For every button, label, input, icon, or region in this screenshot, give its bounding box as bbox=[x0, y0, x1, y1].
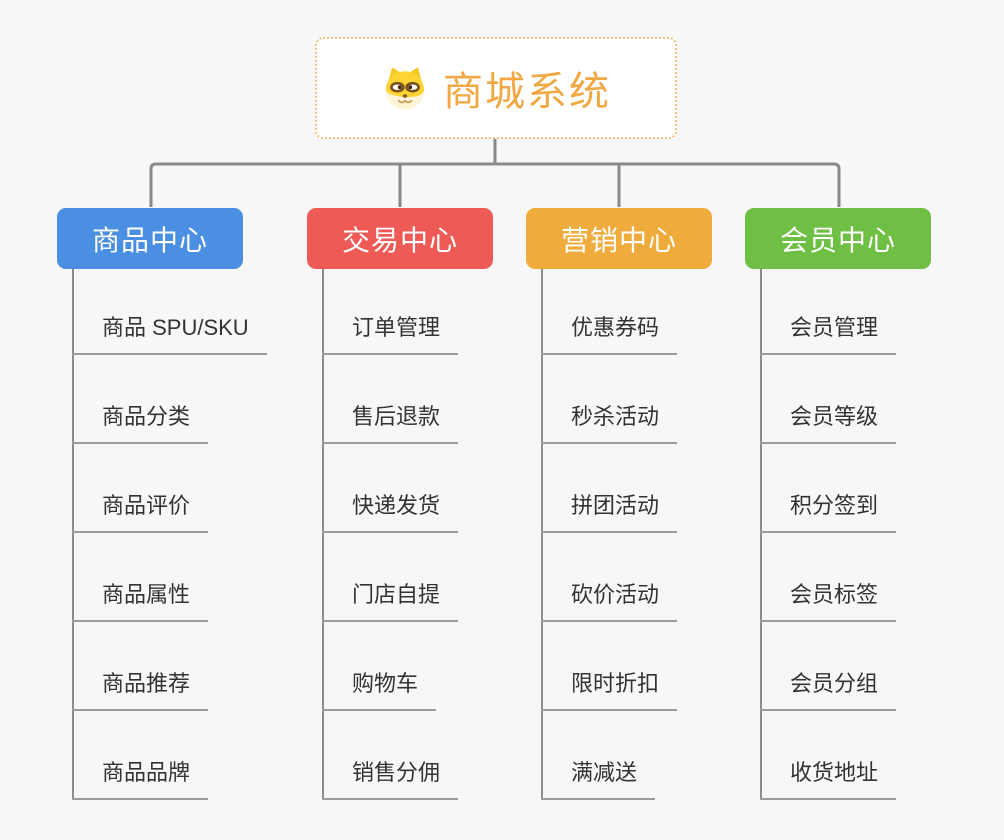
branch-header-marketing-center[interactable]: 营销中心 bbox=[526, 208, 712, 269]
leaf-item[interactable]: 会员标签 bbox=[760, 578, 897, 622]
leaf-item[interactable]: 订单管理 bbox=[322, 311, 459, 355]
leaf-item[interactable]: 商品 SPU/SKU bbox=[72, 311, 267, 355]
leaf-item[interactable]: 商品评价 bbox=[72, 489, 209, 533]
branch-trunk-line bbox=[541, 269, 543, 800]
branch-trade-center: 交易中心订单管理售后退款快递发货门店自提购物车销售分佣 bbox=[307, 208, 493, 808]
branch-trunk-line bbox=[760, 269, 762, 800]
root-title: 商城系统 bbox=[443, 70, 611, 114]
leaf-item[interactable]: 会员分组 bbox=[760, 667, 897, 711]
branch-member-center: 会员中心会员管理会员等级积分签到会员标签会员分组收货地址 bbox=[745, 208, 931, 808]
leaf-item[interactable]: 销售分佣 bbox=[322, 756, 459, 800]
leaf-item[interactable]: 快递发货 bbox=[322, 489, 459, 533]
root-node[interactable]: 商城系统 bbox=[315, 37, 677, 139]
leaf-item[interactable]: 商品属性 bbox=[72, 578, 209, 622]
leaf-item[interactable]: 商品推荐 bbox=[72, 667, 209, 711]
leaf-item[interactable]: 商品品牌 bbox=[72, 756, 209, 800]
leaf-item[interactable]: 门店自提 bbox=[322, 578, 459, 622]
branch-trunk-line bbox=[322, 269, 324, 800]
leaf-item[interactable]: 满减送 bbox=[541, 756, 656, 800]
branch-trunk-line bbox=[72, 269, 74, 800]
leaf-item[interactable]: 收货地址 bbox=[760, 756, 897, 800]
branch-header-product-center[interactable]: 商品中心 bbox=[57, 208, 243, 269]
leaf-item[interactable]: 拼团活动 bbox=[541, 489, 678, 533]
branch-header-trade-center[interactable]: 交易中心 bbox=[307, 208, 493, 269]
leaf-item[interactable]: 限时折扣 bbox=[541, 667, 678, 711]
leaf-item[interactable]: 商品分类 bbox=[72, 400, 209, 444]
connector-lines bbox=[149, 139, 841, 207]
leaf-item[interactable]: 优惠券码 bbox=[541, 311, 678, 355]
leaf-item[interactable]: 会员管理 bbox=[760, 311, 897, 355]
leaf-item[interactable]: 购物车 bbox=[322, 667, 437, 711]
leaf-item[interactable]: 售后退款 bbox=[322, 400, 459, 444]
leaf-item[interactable]: 砍价活动 bbox=[541, 578, 678, 622]
leaf-item[interactable]: 秒杀活动 bbox=[541, 400, 678, 444]
branch-marketing-center: 营销中心优惠券码秒杀活动拼团活动砍价活动限时折扣满减送 bbox=[526, 208, 712, 808]
branch-header-member-center[interactable]: 会员中心 bbox=[745, 208, 931, 269]
dog-icon bbox=[381, 64, 429, 112]
leaf-item[interactable]: 会员等级 bbox=[760, 400, 897, 444]
leaf-item[interactable]: 积分签到 bbox=[760, 489, 897, 533]
branch-product-center: 商品中心商品 SPU/SKU 商品分类商品评价商品属性商品推荐商品品牌 bbox=[57, 208, 267, 808]
